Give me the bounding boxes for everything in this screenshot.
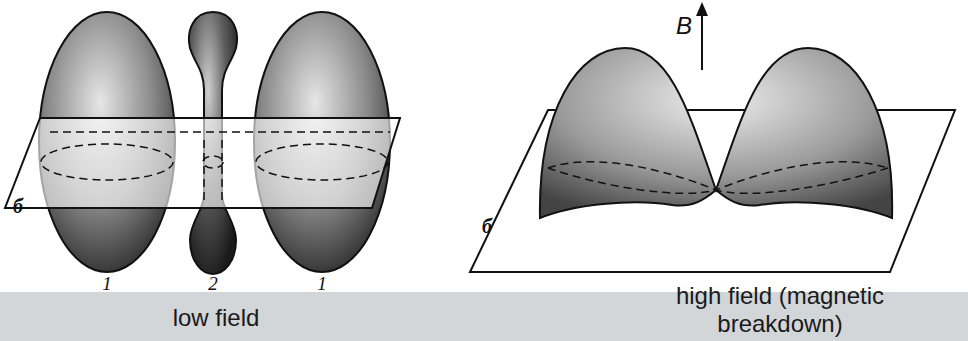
section-plane (5, 118, 400, 208)
plane-label: б (13, 195, 23, 218)
field-label: B (676, 12, 692, 40)
arrow-head (696, 2, 708, 16)
section-lines (548, 162, 888, 194)
callout-number: 1 (317, 273, 327, 295)
caption-text: low field (173, 304, 260, 332)
callout-number: 2 (208, 273, 218, 295)
caption-text: high field (magnetic breakdown) (655, 282, 905, 337)
section-lines (41, 132, 390, 200)
field-arrow (701, 12, 703, 70)
open-orbit-surface (540, 48, 892, 218)
plane-label: б (482, 215, 492, 238)
callout-number: 1 (102, 273, 112, 295)
